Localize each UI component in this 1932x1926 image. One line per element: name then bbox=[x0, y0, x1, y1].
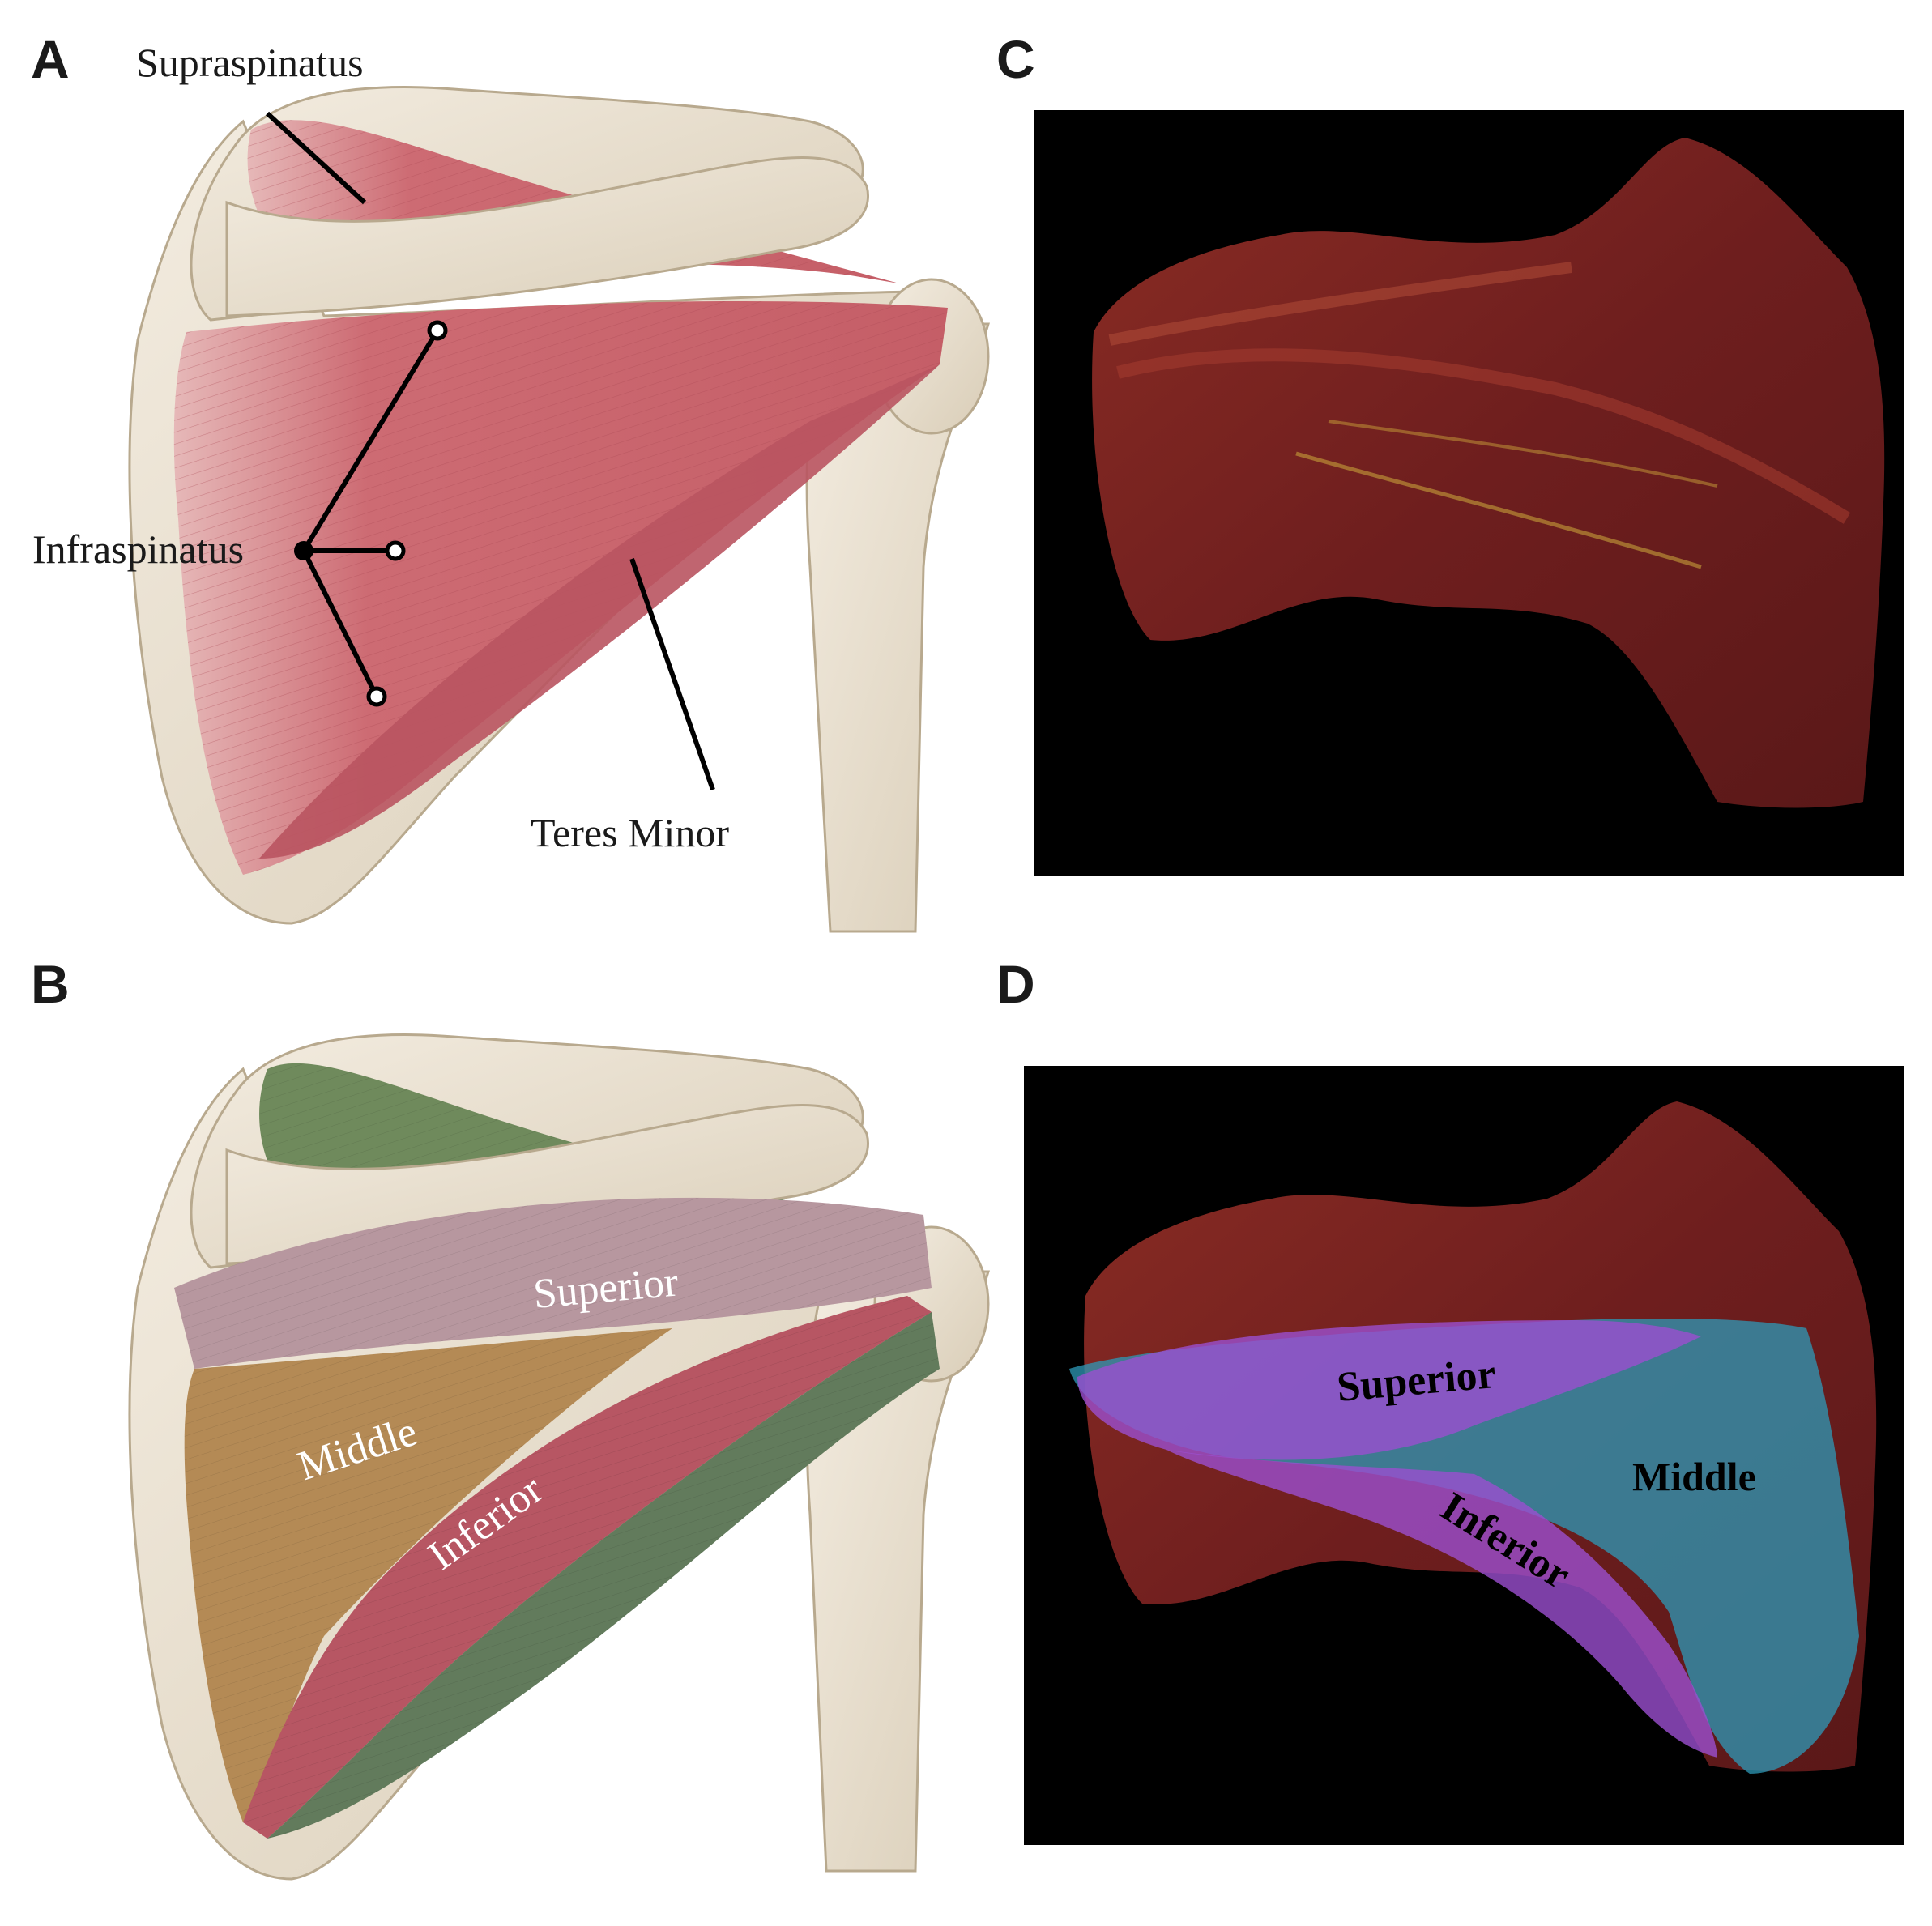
inferior-overlay bbox=[1166, 1450, 1717, 1758]
superior-overlay bbox=[1077, 1320, 1701, 1460]
panel-letter-d: D bbox=[996, 954, 1035, 1014]
panel-a: A bbox=[0, 0, 990, 956]
infraspinatus-label: Infraspinatus bbox=[32, 526, 244, 572]
teres-minor-label: Teres Minor bbox=[531, 810, 729, 855]
middle-label-d: Middle bbox=[1632, 1454, 1756, 1499]
panel-b: B Superior Middle In bbox=[0, 948, 990, 1926]
panel-letter-b: B bbox=[31, 954, 70, 1014]
shoulder-illustration-a: Supraspinatus Infraspinatus Teres Minor bbox=[32, 40, 990, 933]
shoulder-illustration-b: Superior Middle Inferior bbox=[128, 1033, 990, 1881]
teres-minor-muscle bbox=[259, 364, 940, 859]
panel-d: D Superior Middle Inferior bbox=[988, 948, 1932, 1926]
dissection-photo-d: Superior Middle Inferior bbox=[1024, 1066, 1904, 1845]
panel-letter-a: A bbox=[31, 29, 70, 89]
panel-c: C bbox=[988, 0, 1932, 907]
supraspinatus-label: Supraspinatus bbox=[136, 40, 364, 85]
dissection-photo-c bbox=[1034, 110, 1904, 876]
panel-letter-c: C bbox=[996, 29, 1035, 89]
